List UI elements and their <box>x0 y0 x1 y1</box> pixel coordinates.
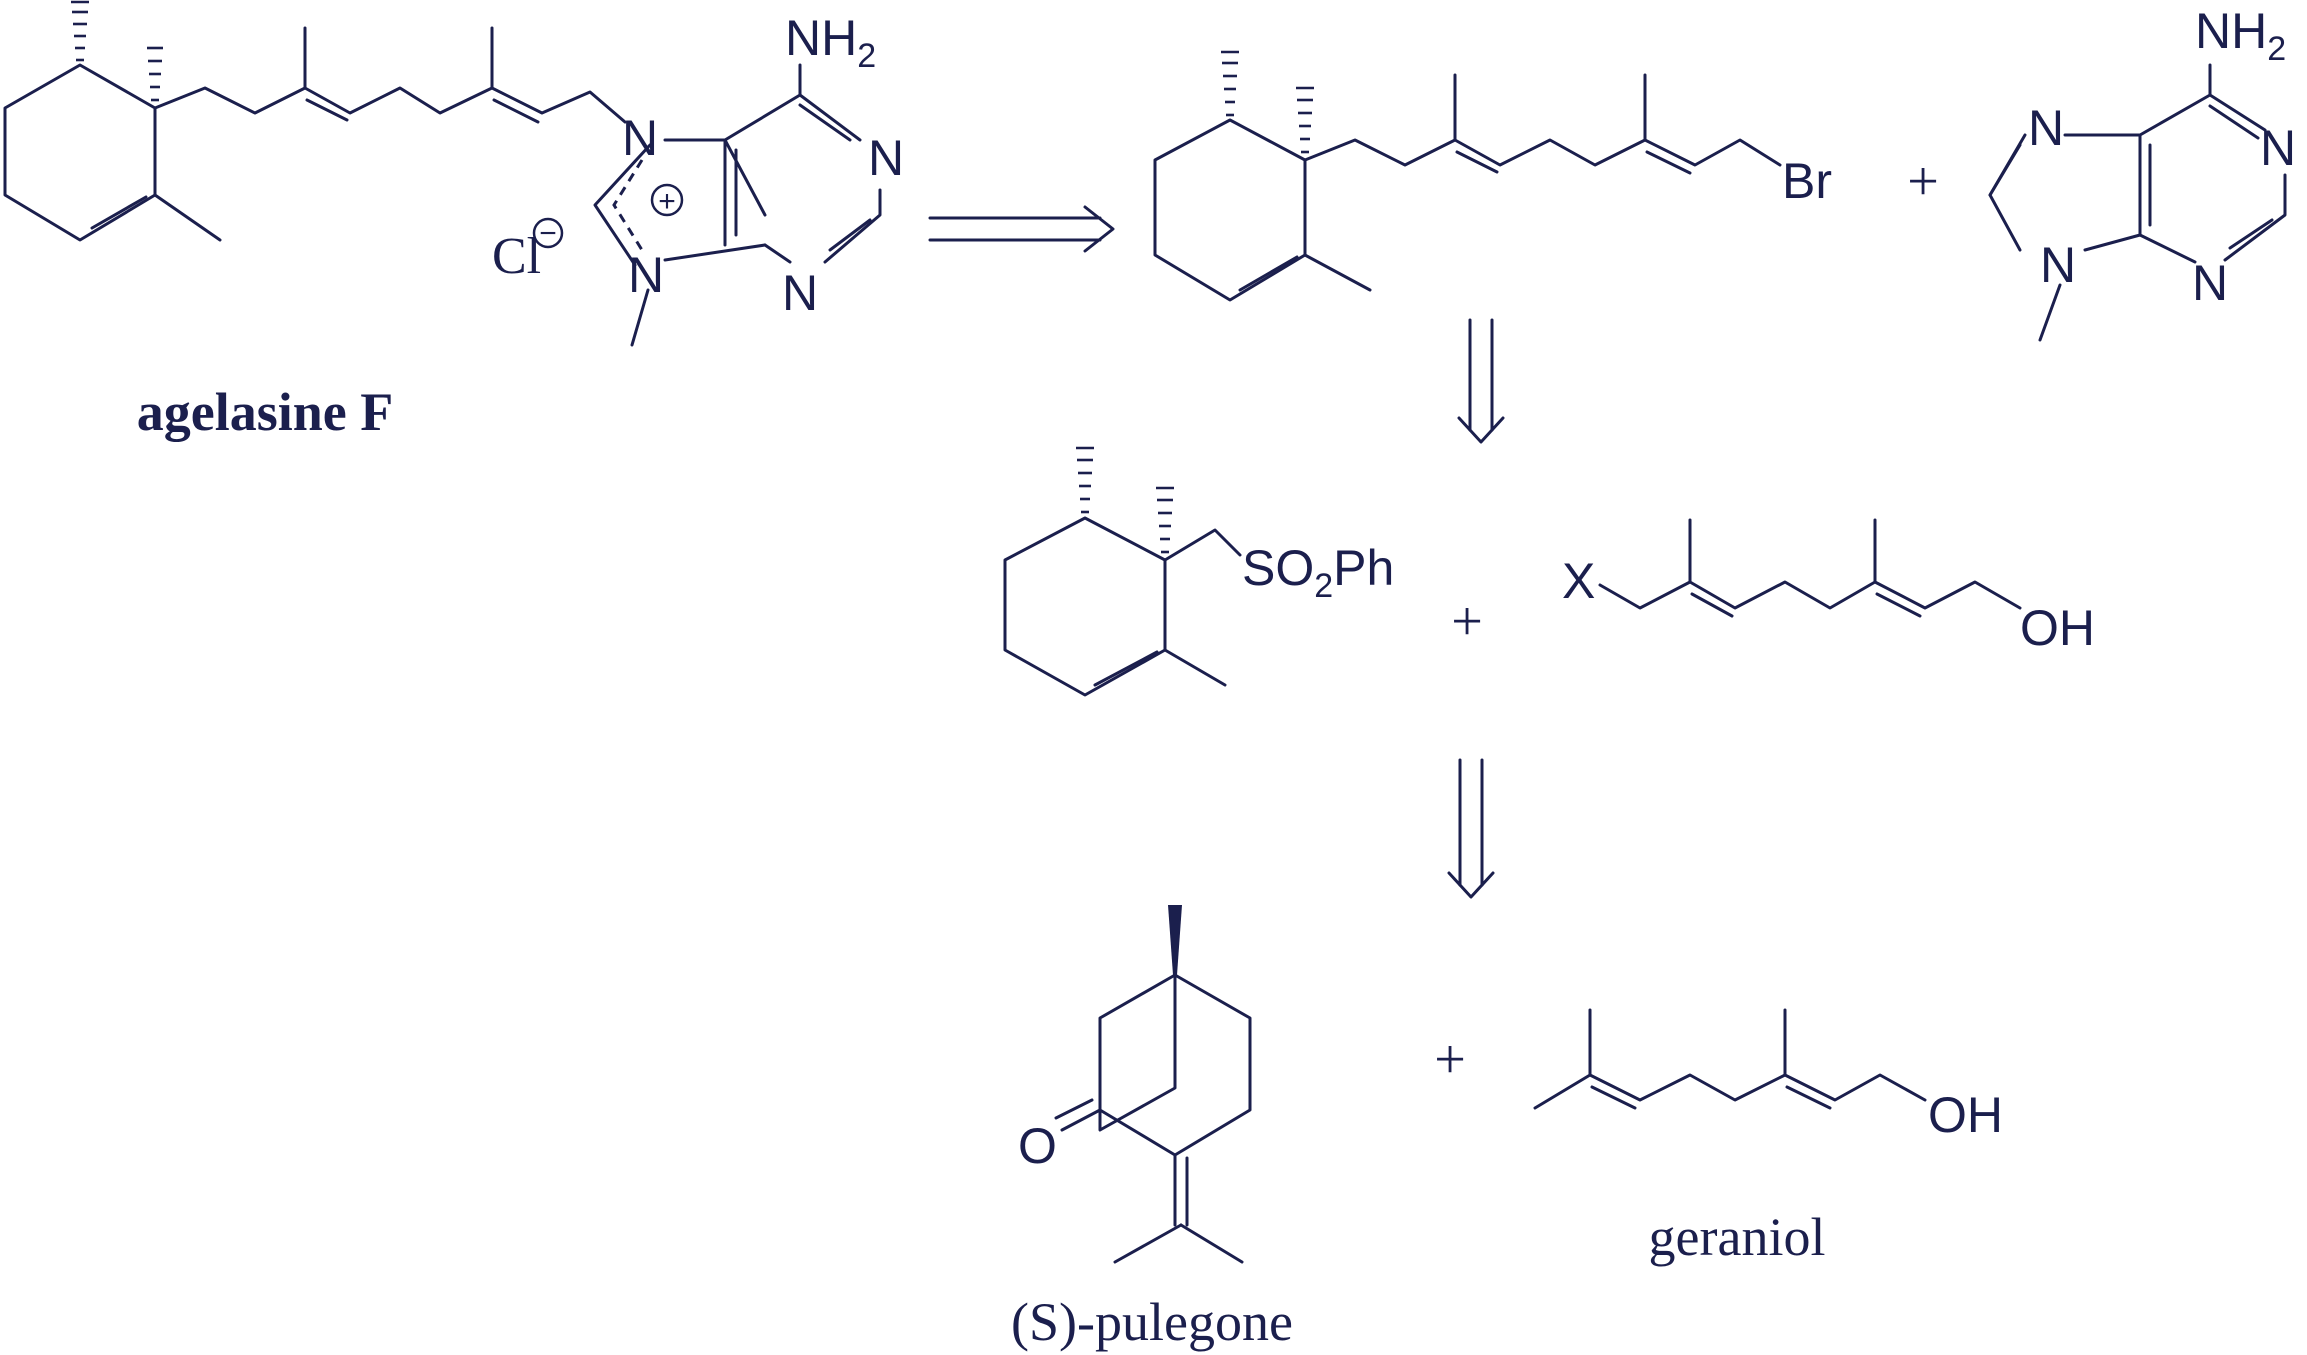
ring-nitrogen-label: N <box>2192 255 2228 311</box>
ring-nitrogen-label: N <box>782 265 818 321</box>
geraniol-structure: OH <box>1533 1008 2003 1143</box>
hashed-methyl-bond <box>1296 86 1314 154</box>
hashed-methyl-bond <box>1221 50 1239 117</box>
bromine-label: Br <box>1782 153 1832 209</box>
imidazolium-nitrogen-label: N <box>628 247 664 303</box>
imidazole-nitrogen-label: N <box>2040 237 2076 293</box>
agelasine-f-name: agelasine F <box>137 382 393 442</box>
plus-sign: + <box>1451 591 1483 653</box>
geraniol-name: geraniol <box>1649 1207 1826 1267</box>
x-group-label: X <box>1562 553 1595 609</box>
amino-label: NH2 <box>2195 3 2286 68</box>
plus-sign: + <box>1907 151 1939 213</box>
plus-sign: + <box>1434 1029 1466 1091</box>
sulfonyl-group-label: SO2Ph <box>1242 540 1394 605</box>
hydroxyl-label: OH <box>1928 1087 2003 1143</box>
hashed-methyl-bond <box>71 0 89 62</box>
sulfone-structure: SO2Ph <box>1003 446 1394 697</box>
bromide-structure: Br <box>1153 50 1832 302</box>
hashed-methyl-bond <box>147 46 163 102</box>
hashed-methyl-bond <box>1156 486 1174 554</box>
retrosynthetic-arrow-down-icon <box>1447 758 1495 899</box>
agelasine-f-structure: NH2 N N N N + Cl − <box>3 0 904 347</box>
hashed-methyl-bond <box>1076 446 1094 514</box>
methyladenine-structure: NH2 N N N N <box>1988 3 2296 342</box>
positive-charge-sign: + <box>658 185 676 218</box>
retrosynthetic-arrow-right-icon <box>928 205 1115 253</box>
positive-charge-icon <box>650 183 684 217</box>
chloride-label: Cl <box>492 228 541 285</box>
pulegone-structure: O <box>1018 905 1252 1264</box>
ketone-oxygen-label: O <box>1018 1118 1057 1174</box>
imidazolium-nitrogen-label: N <box>622 110 658 166</box>
negative-charge-icon <box>532 217 564 249</box>
retrosynthetic-arrow-down-icon <box>1457 318 1505 444</box>
negative-charge-sign: − <box>539 217 557 250</box>
diene-alcohol-structure: X OH <box>1562 518 2095 656</box>
ring-nitrogen-label: N <box>2260 120 2296 176</box>
imidazole-nitrogen-label: N <box>2028 100 2064 156</box>
ring-nitrogen-label: N <box>868 130 904 186</box>
hydroxyl-label: OH <box>2020 600 2095 656</box>
amino-label: NH2 <box>785 10 876 75</box>
pulegone-name: (S)-pulegone <box>1011 1292 1293 1352</box>
